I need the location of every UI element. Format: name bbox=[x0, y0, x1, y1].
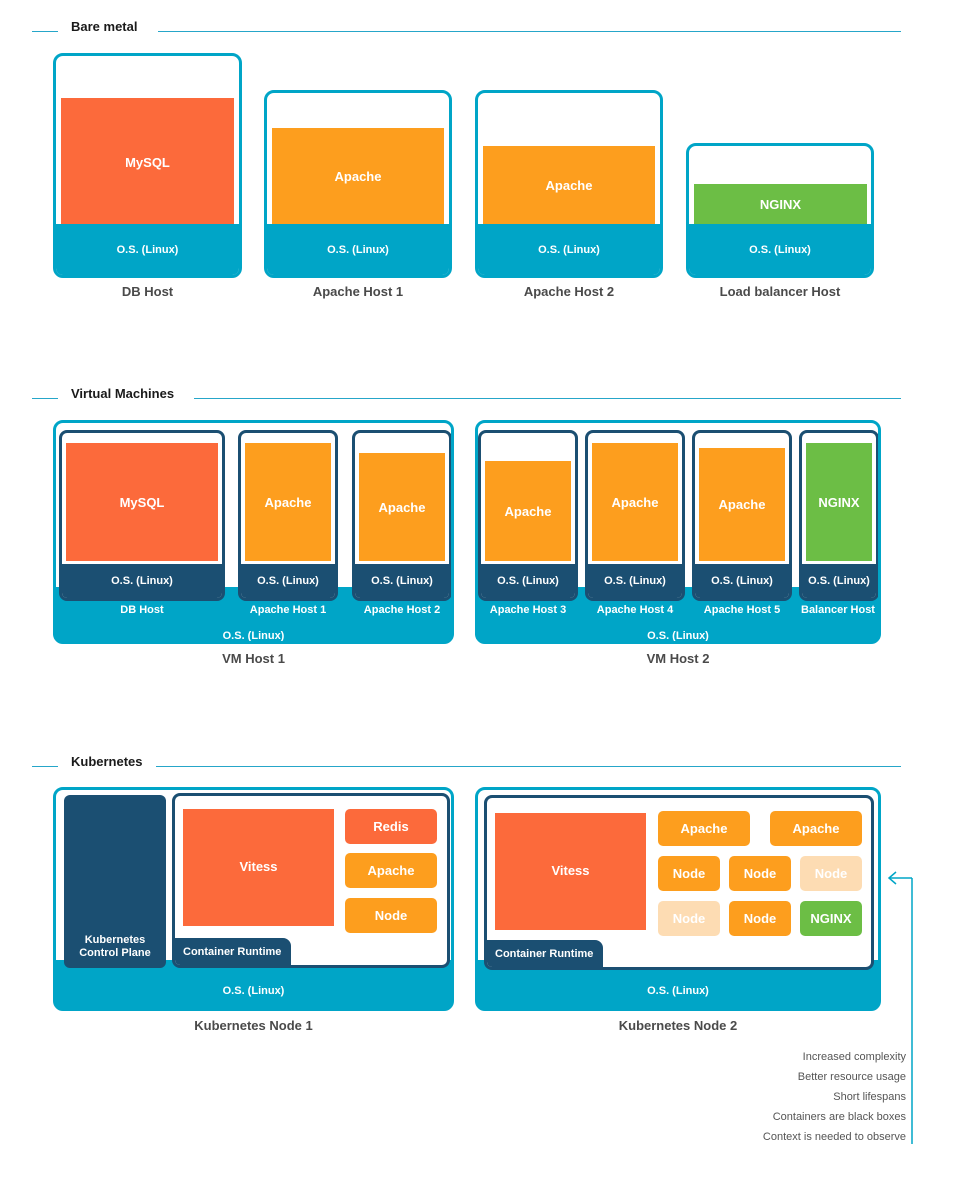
bare-host-label: DB Host bbox=[121, 284, 174, 299]
vm-host-label: VM Host 2 bbox=[646, 651, 710, 666]
vm-host-os-label: O.S. (Linux) bbox=[647, 630, 709, 642]
section-title-bare-metal: Bare metal bbox=[71, 19, 138, 34]
bare-host-load-balancer: NGINX O.S. (Linux) bbox=[686, 143, 874, 278]
kubernetes-node-label: Kubernetes Node 1 bbox=[194, 1018, 313, 1033]
node-block: Node bbox=[658, 856, 720, 891]
nginx-block: NGINX bbox=[806, 443, 872, 561]
os-band: O.S. (Linux) bbox=[267, 224, 449, 275]
apache-block: Apache bbox=[592, 443, 678, 561]
vm-apache-host-1: Apache O.S. (Linux) bbox=[238, 430, 338, 601]
vm-balancer-host: NGINX O.S. (Linux) bbox=[799, 430, 878, 601]
vm-label: Apache Host 2 bbox=[363, 604, 441, 616]
node-block-faded: Node bbox=[800, 856, 862, 891]
os-band: O.S. (Linux) bbox=[689, 224, 871, 275]
vm-label: Apache Host 4 bbox=[596, 604, 674, 616]
section-title-kubernetes: Kubernetes bbox=[71, 754, 143, 769]
note-item: Context is needed to observe bbox=[762, 1131, 906, 1143]
vm-apache-host-2: Apache O.S. (Linux) bbox=[352, 430, 451, 601]
apache-block: Apache bbox=[658, 811, 750, 846]
apache-block: Apache bbox=[359, 453, 445, 561]
control-plane: Kubernetes Control Plane bbox=[64, 795, 166, 968]
vm-label: Apache Host 3 bbox=[489, 604, 567, 616]
vm-os-band: O.S. (Linux) bbox=[588, 564, 682, 598]
container-runtime-label: Container Runtime bbox=[175, 938, 291, 965]
vm-os-band: O.S. (Linux) bbox=[62, 564, 222, 598]
container-runtime-label: Container Runtime bbox=[487, 940, 603, 967]
bare-host-db: MySQL O.S. (Linux) bbox=[53, 53, 242, 278]
vm-label: Balancer Host bbox=[801, 604, 875, 616]
vm-label: Apache Host 5 bbox=[703, 604, 781, 616]
mysql-block: MySQL bbox=[61, 98, 234, 226]
vm-apache-host-5: Apache O.S. (Linux) bbox=[692, 430, 792, 601]
kubernetes-node-2: Vitess Apache Apache Node Node Node Node… bbox=[475, 787, 881, 1011]
bare-host-label: Load balancer Host bbox=[719, 284, 841, 299]
apache-block: Apache bbox=[483, 146, 655, 224]
node-os-label: O.S. (Linux) bbox=[647, 985, 709, 997]
section-rule-left bbox=[32, 766, 58, 767]
os-band: O.S. (Linux) bbox=[478, 224, 660, 275]
section-rule-left bbox=[32, 31, 58, 32]
vm-host-os-label: O.S. (Linux) bbox=[222, 630, 285, 642]
bare-host-label: Apache Host 1 bbox=[312, 284, 404, 299]
section-title-virtual-machines: Virtual Machines bbox=[71, 386, 175, 401]
vm-os-band: O.S. (Linux) bbox=[355, 564, 449, 598]
note-item: Short lifespans bbox=[833, 1091, 906, 1103]
note-item: Containers are black boxes bbox=[772, 1111, 906, 1123]
node-block: Node bbox=[729, 901, 791, 936]
vm-host-2: Apache O.S. (Linux) Apache O.S. (Linux) … bbox=[475, 420, 881, 644]
node-block: Node bbox=[729, 856, 791, 891]
section-rule-left bbox=[32, 398, 58, 399]
mysql-block: MySQL bbox=[66, 443, 218, 561]
vm-os-band: O.S. (Linux) bbox=[695, 564, 789, 598]
note-item: Better resource usage bbox=[797, 1071, 906, 1083]
vm-host-1: MySQL O.S. (Linux) Apache O.S. (Linux) A… bbox=[53, 420, 454, 644]
apache-block: Apache bbox=[770, 811, 862, 846]
vm-label: DB Host bbox=[120, 604, 164, 616]
vm-db-host: MySQL O.S. (Linux) bbox=[59, 430, 225, 601]
section-rule-right bbox=[158, 31, 901, 32]
vm-apache-host-4: Apache O.S. (Linux) bbox=[585, 430, 685, 601]
vitess-block: Vitess bbox=[183, 809, 334, 926]
nginx-block: NGINX bbox=[800, 901, 862, 936]
nginx-block: NGINX bbox=[694, 184, 867, 224]
complexity-arrow-icon bbox=[887, 871, 913, 1144]
apache-block: Apache bbox=[345, 853, 437, 888]
apache-block: Apache bbox=[245, 443, 331, 561]
container-runtime-box: Vitess Apache Apache Node Node Node Node… bbox=[484, 795, 874, 970]
vm-os-band: O.S. (Linux) bbox=[802, 564, 876, 598]
note-item: Increased complexity bbox=[802, 1051, 906, 1063]
bare-host-apache-1: Apache O.S. (Linux) bbox=[264, 90, 452, 278]
node-os-label: O.S. (Linux) bbox=[222, 985, 285, 997]
apache-block: Apache bbox=[272, 128, 444, 224]
vitess-block: Vitess bbox=[495, 813, 646, 930]
section-rule-right bbox=[194, 398, 901, 399]
vm-host-label: VM Host 1 bbox=[222, 651, 285, 666]
section-rule-right bbox=[156, 766, 901, 767]
vm-os-band: O.S. (Linux) bbox=[241, 564, 335, 598]
kubernetes-node-label: Kubernetes Node 2 bbox=[618, 1018, 738, 1033]
apache-block: Apache bbox=[699, 448, 785, 561]
vm-label: Apache Host 1 bbox=[249, 604, 327, 616]
kubernetes-node-1: Kubernetes Control Plane Vitess Redis Ap… bbox=[53, 787, 454, 1011]
bare-host-label: Apache Host 2 bbox=[523, 284, 615, 299]
container-runtime-box: Vitess Redis Apache Node Container Runti… bbox=[172, 793, 450, 968]
control-plane-label: Kubernetes Control Plane bbox=[79, 934, 151, 959]
node-block-faded: Node bbox=[658, 901, 720, 936]
redis-block: Redis bbox=[345, 809, 437, 844]
vm-apache-host-3: Apache O.S. (Linux) bbox=[478, 430, 578, 601]
vm-os-band: O.S. (Linux) bbox=[481, 564, 575, 598]
bare-host-apache-2: Apache O.S. (Linux) bbox=[475, 90, 663, 278]
os-band: O.S. (Linux) bbox=[56, 224, 239, 275]
apache-block: Apache bbox=[485, 461, 571, 561]
node-block: Node bbox=[345, 898, 437, 933]
